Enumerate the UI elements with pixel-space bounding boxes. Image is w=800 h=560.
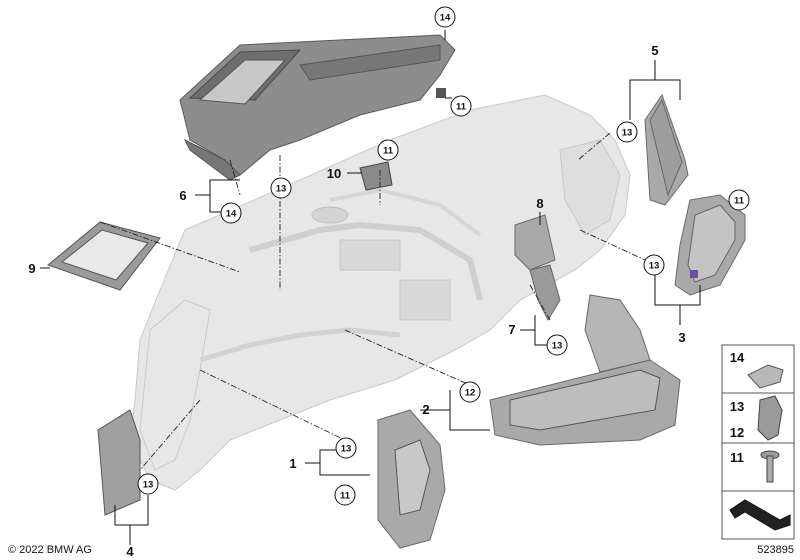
center-small-trim: [514, 214, 561, 322]
callout-14-top: 14: [434, 6, 456, 28]
screw-icon: [760, 450, 780, 483]
legend-label-12: 12: [730, 425, 744, 440]
part-label-5: 5: [651, 43, 658, 58]
part-label-1: 1: [289, 456, 296, 471]
callout-13-part-7: 13: [546, 334, 568, 356]
callout-14-left: 14: [220, 202, 242, 224]
svg-text:13: 13: [143, 480, 154, 491]
copyright-text: © 2022 BMW AG: [8, 544, 92, 556]
right-vent-trim: [674, 194, 746, 296]
callout-11-top: 11: [450, 95, 472, 117]
vent-frame: [46, 221, 161, 291]
callout-12-part-2: 12: [459, 381, 481, 403]
clip-14-icon: [747, 364, 784, 389]
svg-text:13: 13: [649, 261, 660, 272]
diagram-number: 523895: [757, 544, 794, 556]
callout-13-left: 13: [270, 177, 292, 199]
part-label-10: 10: [327, 166, 341, 181]
clip-13-icon: [757, 395, 783, 441]
svg-text:11: 11: [456, 102, 467, 113]
callout-13-right-5: 13: [616, 121, 638, 143]
svg-text:13: 13: [276, 184, 287, 195]
svg-text:11: 11: [734, 196, 745, 207]
part-label-7: 7: [508, 322, 515, 337]
callout-13-right-3: 13: [643, 254, 665, 276]
callouts: 14 11 11 13 14 13 11 13: [137, 6, 750, 506]
part-label-6: 6: [179, 188, 186, 203]
lower-vent-trim: [377, 409, 446, 549]
svg-text:12: 12: [465, 388, 476, 399]
bracket-part: [359, 161, 393, 191]
gasket-strip-icon: [729, 499, 791, 531]
right-upper-trim: [644, 93, 689, 206]
dashboard-carrier: [129, 94, 631, 491]
callout-11-part-1: 11: [334, 484, 356, 506]
legend-label-11: 11: [730, 450, 744, 465]
svg-text:13: 13: [552, 341, 563, 352]
callout-13-part-1: 13: [335, 437, 357, 459]
part-labels: 1 2 3 4 5 6 7 8 9 10: [28, 43, 685, 559]
svg-text:13: 13: [622, 128, 633, 139]
svg-text:11: 11: [383, 146, 394, 157]
legend-label-13: 13: [730, 399, 744, 414]
leader-lines: [99, 30, 646, 471]
part-label-4: 4: [126, 544, 134, 559]
svg-text:14: 14: [226, 209, 237, 220]
part-label-8: 8: [536, 196, 543, 211]
part-label-3: 3: [678, 330, 685, 345]
callout-11-mid: 11: [377, 139, 399, 161]
center-vent-trim: [489, 294, 681, 446]
label-brackets: [40, 60, 701, 545]
part-label-2: 2: [422, 402, 429, 417]
left-lower-trim: [97, 409, 141, 516]
callout-13-part-4: 13: [137, 473, 159, 495]
part-label-9: 9: [28, 261, 35, 276]
svg-text:11: 11: [340, 491, 351, 502]
legend-label-14: 14: [730, 350, 745, 365]
svg-text:13: 13: [341, 444, 352, 455]
callout-11-right-3: 11: [728, 189, 750, 211]
fastener-legend: 14 13 12 11: [721, 344, 795, 540]
svg-text:14: 14: [440, 13, 451, 24]
upper-trim-panel: [179, 34, 456, 181]
